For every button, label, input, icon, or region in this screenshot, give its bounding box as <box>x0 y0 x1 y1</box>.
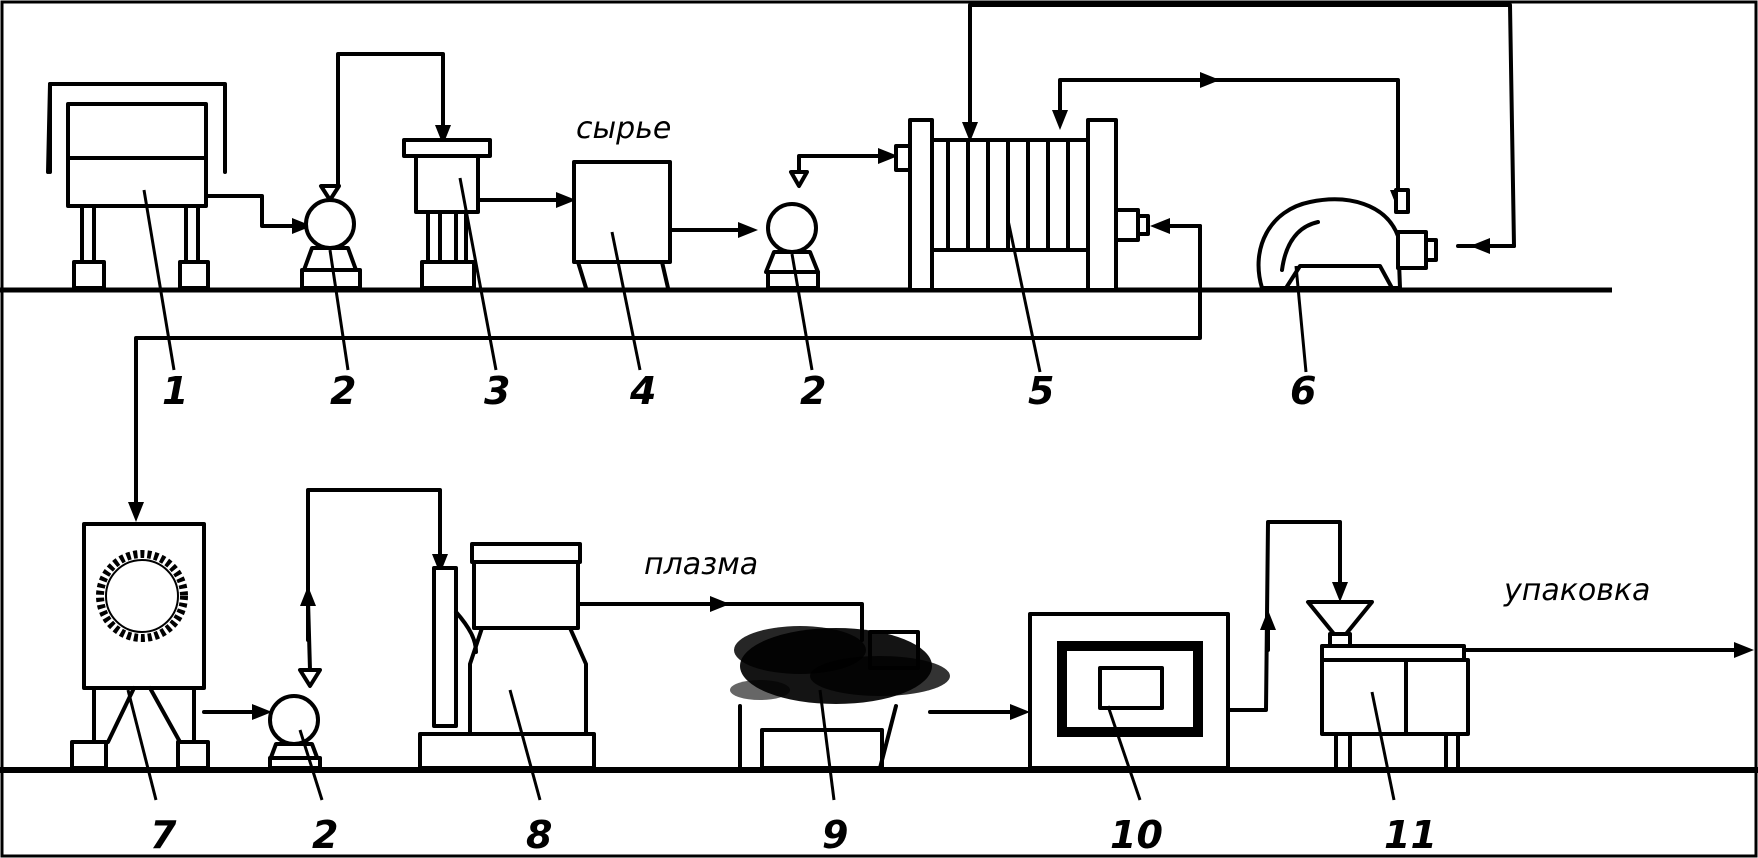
equipment-2-pump-b <box>764 170 820 290</box>
equipment-8-centrifuge <box>418 542 596 770</box>
label-equipment-11: 11 <box>1384 813 1437 857</box>
equipment-11-packer <box>1306 600 1470 770</box>
label-equipment-2-b: 2 <box>800 369 826 413</box>
flow-label-plasma: плазма <box>644 547 758 582</box>
label-equipment-8: 8 <box>526 813 552 857</box>
label-equipment-3: 3 <box>484 369 510 413</box>
equipment-4-container <box>572 160 672 290</box>
label-equipment-5: 5 <box>1028 369 1054 413</box>
label-equipment-6: 6 <box>1290 369 1316 413</box>
equipment-10-dryer <box>1028 612 1230 770</box>
equipment-2-pump-a <box>300 184 362 290</box>
equipment-3-mixer <box>402 138 492 290</box>
equipment-9-smudged <box>730 626 1030 770</box>
label-equipment-2-c: 2 <box>312 813 338 857</box>
leader-lines-lower <box>126 689 1396 801</box>
label-equipment-7: 7 <box>150 813 177 857</box>
label-equipment-9: 9 <box>822 813 848 857</box>
equipment-7-cabinet <box>70 522 210 770</box>
label-equipment-2-a: 2 <box>330 369 356 413</box>
label-equipment-10: 10 <box>1110 813 1163 857</box>
equipment-1-tank <box>46 82 227 290</box>
flow-label-packaging: упаковка <box>1503 573 1650 608</box>
label-equipment-4: 4 <box>629 369 656 413</box>
equipment-5-filter-press <box>894 118 1150 292</box>
leader-lines-upper <box>142 177 1308 373</box>
flow-label-raw-material: сырье <box>576 111 671 146</box>
equipment-2-pump-c <box>268 668 322 770</box>
equipment-6-separator <box>1256 188 1438 290</box>
label-equipment-1: 1 <box>162 369 188 413</box>
